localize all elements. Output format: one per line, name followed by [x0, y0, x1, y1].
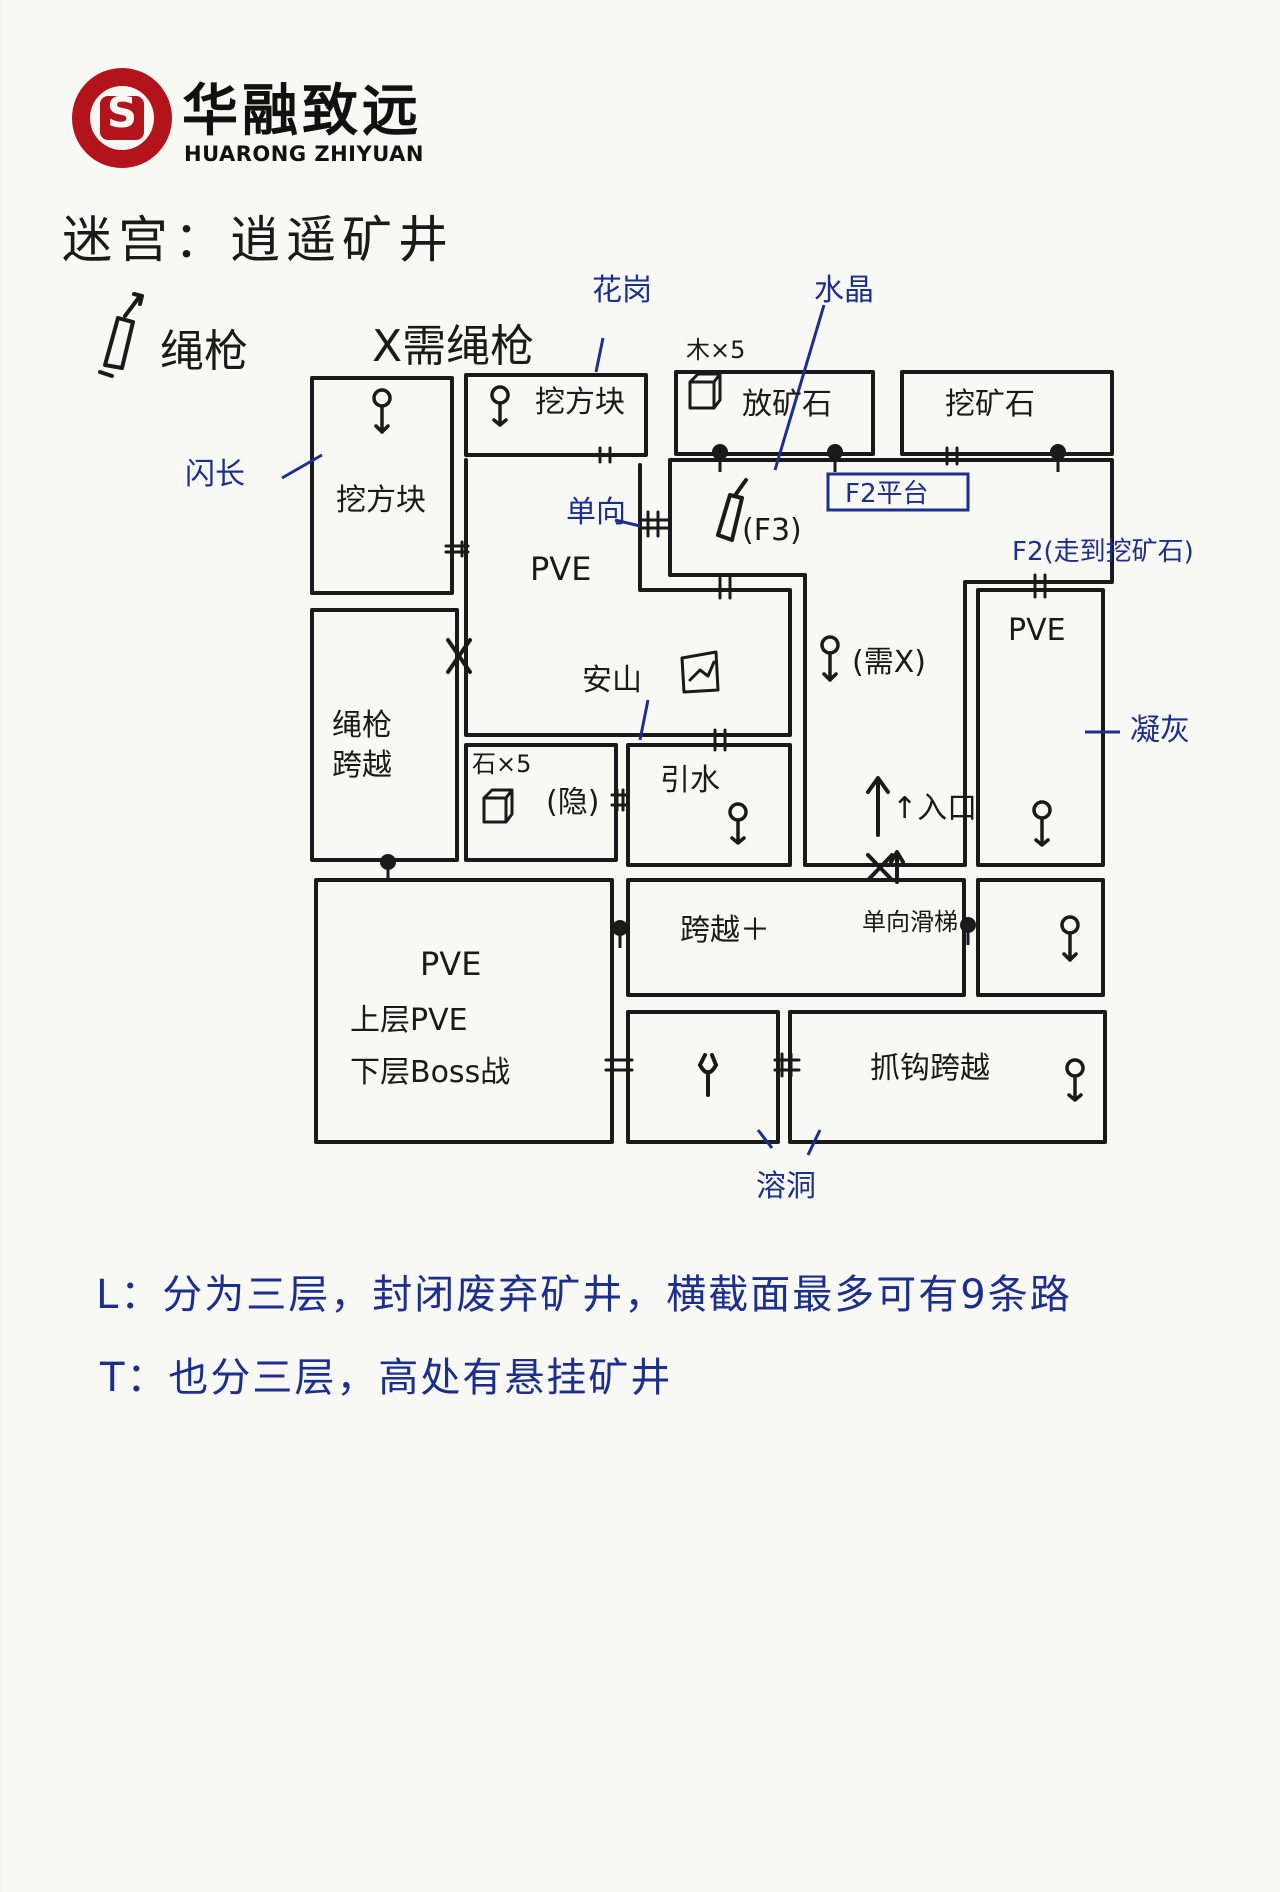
label-one-way-left: 单向 [566, 495, 626, 530]
label-rope-cross-1: 绳枪 [332, 708, 392, 743]
entrance-arrow-icon [866, 776, 890, 837]
label-pve-center: PVE [530, 550, 591, 588]
label-pve-bottom: PVE [420, 945, 481, 983]
room-dig-ore [900, 370, 1114, 456]
key-icon-6 [1060, 915, 1080, 962]
label-shuijing: 水晶 [814, 273, 874, 308]
room-place-ore [674, 370, 875, 456]
room-pve-bottom [314, 878, 614, 1144]
label-f2-platform: F2平台 [845, 479, 929, 509]
legend-rope-gun: 绳枪 [160, 326, 248, 377]
key-icon-4 [728, 802, 748, 845]
label-hidden: (隐) [546, 785, 599, 820]
label-wood: 木×5 [686, 336, 745, 364]
anshan-ore-icon [680, 650, 720, 694]
key-icon-2 [490, 385, 510, 427]
key-icons [372, 385, 1085, 1102]
label-lower-boss: 下层Boss战 [350, 1055, 510, 1090]
label-needs-x: (需X) [852, 645, 926, 680]
label-huagang: 花岗 [592, 273, 652, 308]
seal-letter-icon: S [106, 88, 138, 137]
label-ningshui: 凝灰 [1130, 713, 1190, 748]
label-rongdong: 溶洞 [756, 1169, 816, 1204]
pin-markers [380, 444, 1066, 948]
label-yinshui: 引水 [660, 763, 720, 798]
pin-icon-2 [827, 444, 843, 460]
pin-icon-6 [960, 917, 976, 933]
key-icon-7 [1065, 1058, 1085, 1102]
label-entrance: ↑入口 [892, 791, 977, 826]
key-icon-5 [1032, 800, 1052, 847]
label-place-ore: 放矿石 [742, 387, 832, 422]
pin-icon-3 [1050, 444, 1066, 460]
stone-box-icon [482, 788, 514, 824]
label-stone: 石×5 [472, 750, 531, 778]
pin-icon-5 [612, 920, 628, 936]
legend-needs-rope: X需绳枪 [372, 321, 535, 372]
label-one-way-slide: 单向滑梯 [862, 908, 958, 936]
huarong-logo: S 华融致远 HUARONG ZHIYUAN [72, 64, 452, 174]
pin-icon-1 [712, 444, 728, 460]
room-dig-block-left [310, 376, 454, 595]
page-title: 迷宫：逍遥矿井 [62, 211, 454, 269]
pin-icon-4 [380, 854, 396, 870]
label-shanchang: 闪长 [185, 457, 245, 492]
rope-gun-icon-f3 [716, 478, 748, 542]
upper-corridor [464, 458, 792, 737]
key-icon-1 [372, 388, 392, 434]
room-dig-block-top [464, 373, 648, 457]
rope-gun-icon [98, 292, 144, 378]
key-icon-3 [820, 635, 840, 682]
room-cross-plus [626, 878, 966, 997]
label-f2-note: F2(走到挖矿石) [1012, 537, 1194, 567]
label-f3: (F3) [742, 513, 802, 548]
boss-icon [698, 1053, 718, 1097]
x-mark-left [446, 638, 472, 674]
room-pve-right [976, 588, 1105, 867]
slide-arrow-icon [889, 850, 905, 884]
label-dig-block-left: 挖方块 [336, 483, 426, 518]
label-cross-plus: 跨越＋ [680, 913, 770, 948]
seal-icon [72, 68, 172, 168]
label-rope-cross-2: 跨越 [332, 748, 392, 783]
logo-name-en: HUARONG ZHIYUAN [184, 142, 424, 166]
note-L: L：分为三层，封闭废弃矿井，横截面最多可有9条路 [96, 1272, 1072, 1318]
label-upper-pve: 上层PVE [350, 1003, 468, 1038]
logo-name-cn: 华融致远 [182, 79, 422, 144]
label-dig-block-top: 挖方块 [535, 385, 625, 420]
room-boss [626, 1010, 780, 1144]
door-marks [444, 446, 1047, 1078]
label-grab-cross: 抓钩跨越 [870, 1051, 990, 1086]
room-yinshui [626, 743, 792, 867]
f2-platform-box [826, 472, 970, 512]
x-mark-entrance [866, 853, 894, 882]
room-right-small [976, 878, 1105, 997]
label-pve-right: PVE [1008, 613, 1066, 648]
label-dig-ore: 挖矿石 [945, 387, 1035, 422]
box-icons [482, 372, 722, 824]
wood-box-icon [688, 372, 722, 410]
note-T: T：也分三层，高处有悬挂矿井 [100, 1355, 673, 1401]
label-anshan: 安山 [582, 663, 642, 698]
